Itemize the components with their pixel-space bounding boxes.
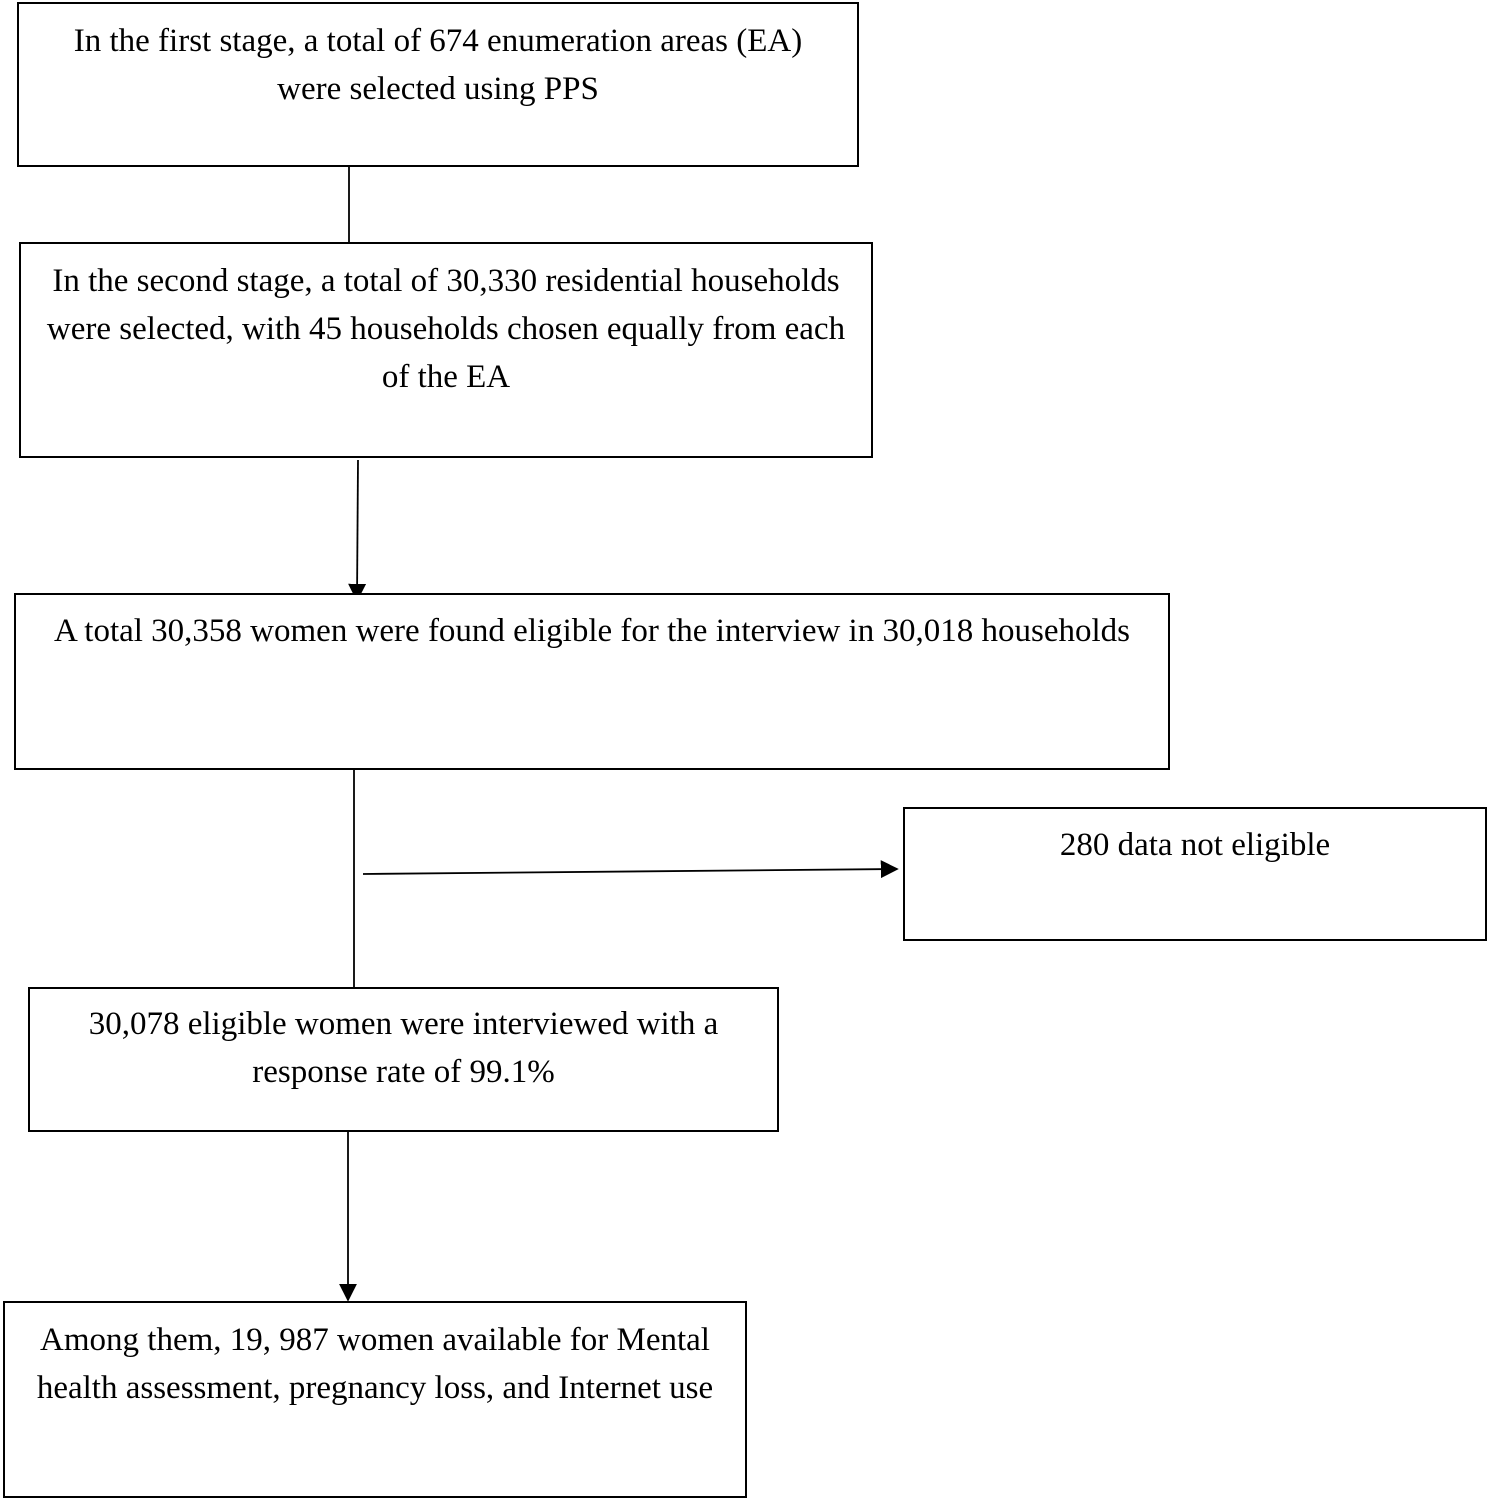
stage2-text: In the second stage, a total of 30,330 r… [46, 263, 846, 395]
stage1-box: In the first stage, a total of 674 enume… [17, 2, 859, 167]
arrow-stage2-to-eligible [348, 459, 367, 602]
stage1-text: In the first stage, a total of 674 enume… [73, 23, 803, 107]
interviewed-women-text: 30,078 eligible women were interviewed w… [88, 1006, 719, 1090]
arrow-to-excluded [362, 860, 899, 879]
excluded-data-box: 280 data not eligible [903, 807, 1487, 941]
final-sample-box: Among them, 19, 987 women available for … [3, 1301, 747, 1498]
final-sample-text: Among them, 19, 987 women available for … [36, 1322, 714, 1406]
interviewed-women-box: 30,078 eligible women were interviewed w… [28, 987, 779, 1132]
eligible-women-text: A total 30,358 women were found eligible… [54, 613, 1130, 649]
eligible-women-box: A total 30,358 women were found eligible… [14, 593, 1170, 770]
stage2-box: In the second stage, a total of 30,330 r… [19, 242, 873, 458]
excluded-data-text: 280 data not eligible [1059, 827, 1331, 863]
